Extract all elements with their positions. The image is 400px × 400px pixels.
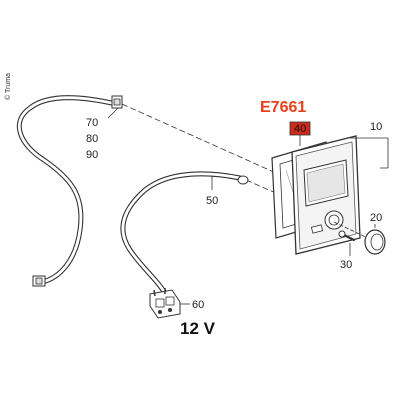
cable-70-80-90	[16, 95, 123, 287]
label-90: 90	[86, 149, 98, 161]
control-panel	[291, 135, 361, 255]
label-20: 20	[370, 212, 382, 224]
label-80: 80	[86, 133, 98, 145]
connector-bottom	[32, 275, 46, 287]
label-30: 30	[340, 259, 352, 271]
knob-20	[364, 224, 386, 255]
cable-50-60	[120, 171, 249, 319]
terminal-block-60	[149, 288, 181, 319]
plug-50	[237, 175, 249, 185]
copyright-label: © Truma	[4, 73, 12, 100]
connector-top	[111, 95, 123, 109]
part-code: E7661	[260, 99, 306, 116]
voltage-label: 12 V	[180, 319, 216, 338]
label-50: 50	[206, 195, 218, 207]
label-40: 40	[294, 123, 306, 135]
callout-10	[350, 137, 389, 169]
label-60: 60	[192, 299, 204, 311]
screw-30	[333, 221, 373, 256]
callout-40: 40	[289, 121, 311, 146]
label-70: 70	[86, 117, 98, 129]
label-10: 10	[370, 121, 382, 133]
